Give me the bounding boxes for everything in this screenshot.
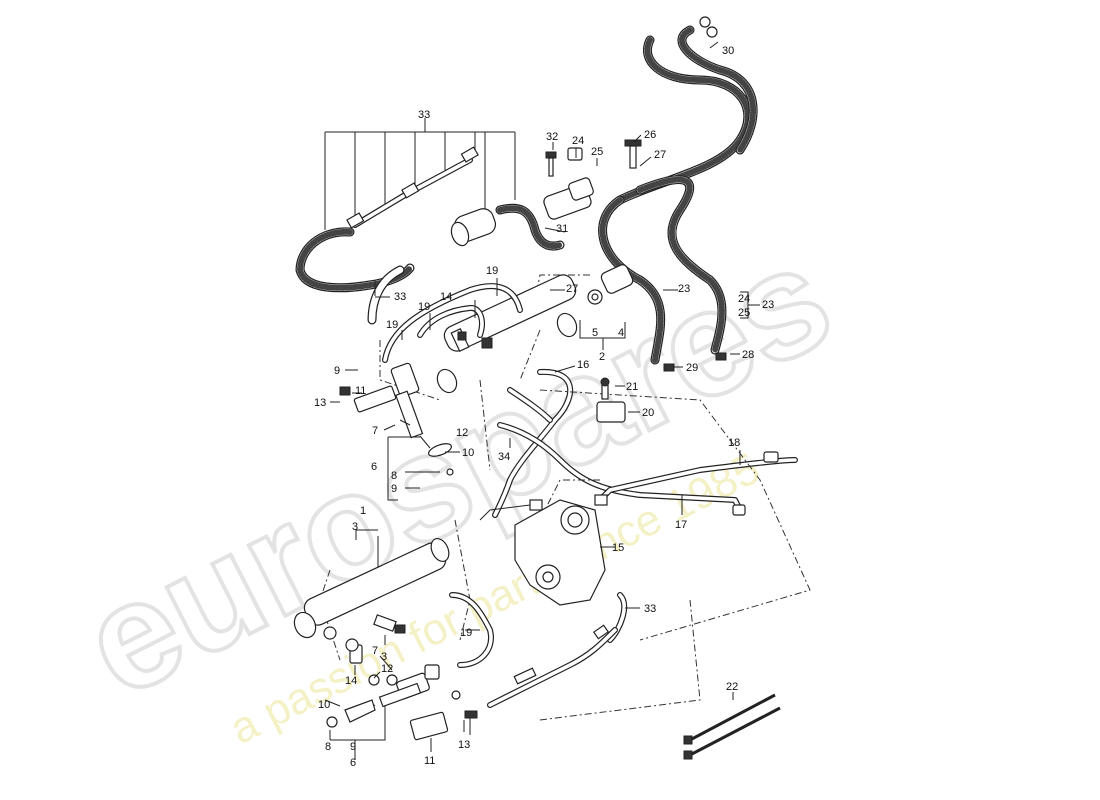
callout-24: 24: [738, 293, 750, 305]
callout-31: 31: [556, 223, 568, 235]
callout-10: 10: [318, 699, 330, 711]
leak-oil-line: [487, 624, 618, 708]
callout-9: 9: [334, 365, 340, 377]
clamp-30b: [706, 26, 718, 38]
high-pressure-pump: [514, 494, 628, 643]
callout-30: 30: [722, 45, 734, 57]
callout-11: 11: [424, 755, 435, 767]
fitting-28: [715, 352, 727, 361]
callout-19: 19: [460, 627, 472, 639]
callout-labels: 33 33 33 32 24 25 26 27 30 31 27 23 24 2…: [314, 45, 774, 769]
callout-18: 18: [728, 437, 740, 449]
callout-21: 21: [626, 381, 638, 393]
callout-32: 32: [546, 131, 558, 143]
callout-17: 17: [675, 519, 687, 531]
callout-12: 12: [381, 663, 393, 675]
callout-27: 27: [566, 283, 578, 295]
callout-6: 6: [371, 461, 377, 473]
callout-13: 13: [458, 739, 470, 751]
callout-7: 7: [372, 645, 378, 657]
callout-33: 33: [644, 603, 656, 615]
callout-7: 7: [372, 425, 378, 437]
callout-25: 25: [591, 146, 603, 158]
clamp-30a: [699, 16, 711, 28]
callout-13: 13: [314, 397, 326, 409]
callout-19: 19: [486, 265, 498, 277]
callout-15: 15: [612, 542, 624, 554]
leader-lines: [324, 41, 760, 760]
fuel-filter: [450, 208, 497, 247]
pressure-sensor: [596, 377, 626, 423]
callout-6: 6: [350, 757, 356, 769]
callout-28: 28: [742, 349, 754, 361]
upper-injector: [339, 362, 454, 476]
callout-1: 1: [360, 505, 366, 517]
callout-19: 19: [386, 319, 398, 331]
callout-10: 10: [462, 447, 474, 459]
callout-29: 29: [686, 362, 698, 374]
callout-3: 3: [381, 651, 387, 663]
callout-23: 23: [678, 283, 690, 295]
callout-14: 14: [345, 675, 357, 687]
callout-12: 12: [456, 427, 468, 439]
return-hose-group: [598, 16, 758, 365]
callout-23: 23: [762, 299, 774, 311]
callout-8: 8: [325, 741, 331, 753]
callout-20: 20: [642, 407, 654, 419]
fitting-29: [663, 363, 675, 372]
high-pressure-pipes: [479, 368, 811, 721]
callout-9: 9: [391, 483, 397, 495]
callout-8: 8: [391, 470, 397, 482]
callout-33: 33: [418, 109, 430, 121]
upper-fuel-rail: [379, 274, 578, 471]
callout-4: 4: [618, 327, 624, 339]
callout-24: 24: [572, 135, 584, 147]
callout-14: 14: [440, 291, 452, 303]
callout-27: 27: [654, 149, 666, 161]
callout-33: 33: [394, 291, 406, 303]
callout-22: 22: [726, 681, 738, 693]
lower-injector: [326, 664, 478, 741]
callout-2: 2: [599, 351, 605, 363]
fuel-filter-hose-group: [295, 131, 565, 325]
callout-34: 34: [498, 451, 510, 463]
cable-ties: [683, 693, 781, 760]
lower-fuel-rail: [293, 519, 494, 668]
callout-16: 16: [577, 359, 589, 371]
callout-25: 25: [738, 307, 750, 319]
callout-3: 3: [352, 521, 358, 533]
callout-19: 19: [418, 301, 430, 313]
callout-5: 5: [592, 327, 598, 339]
clip-assembly: [543, 139, 642, 220]
callout-26: 26: [644, 129, 656, 141]
callout-9: 9: [350, 741, 356, 753]
callout-11: 11: [355, 385, 366, 397]
